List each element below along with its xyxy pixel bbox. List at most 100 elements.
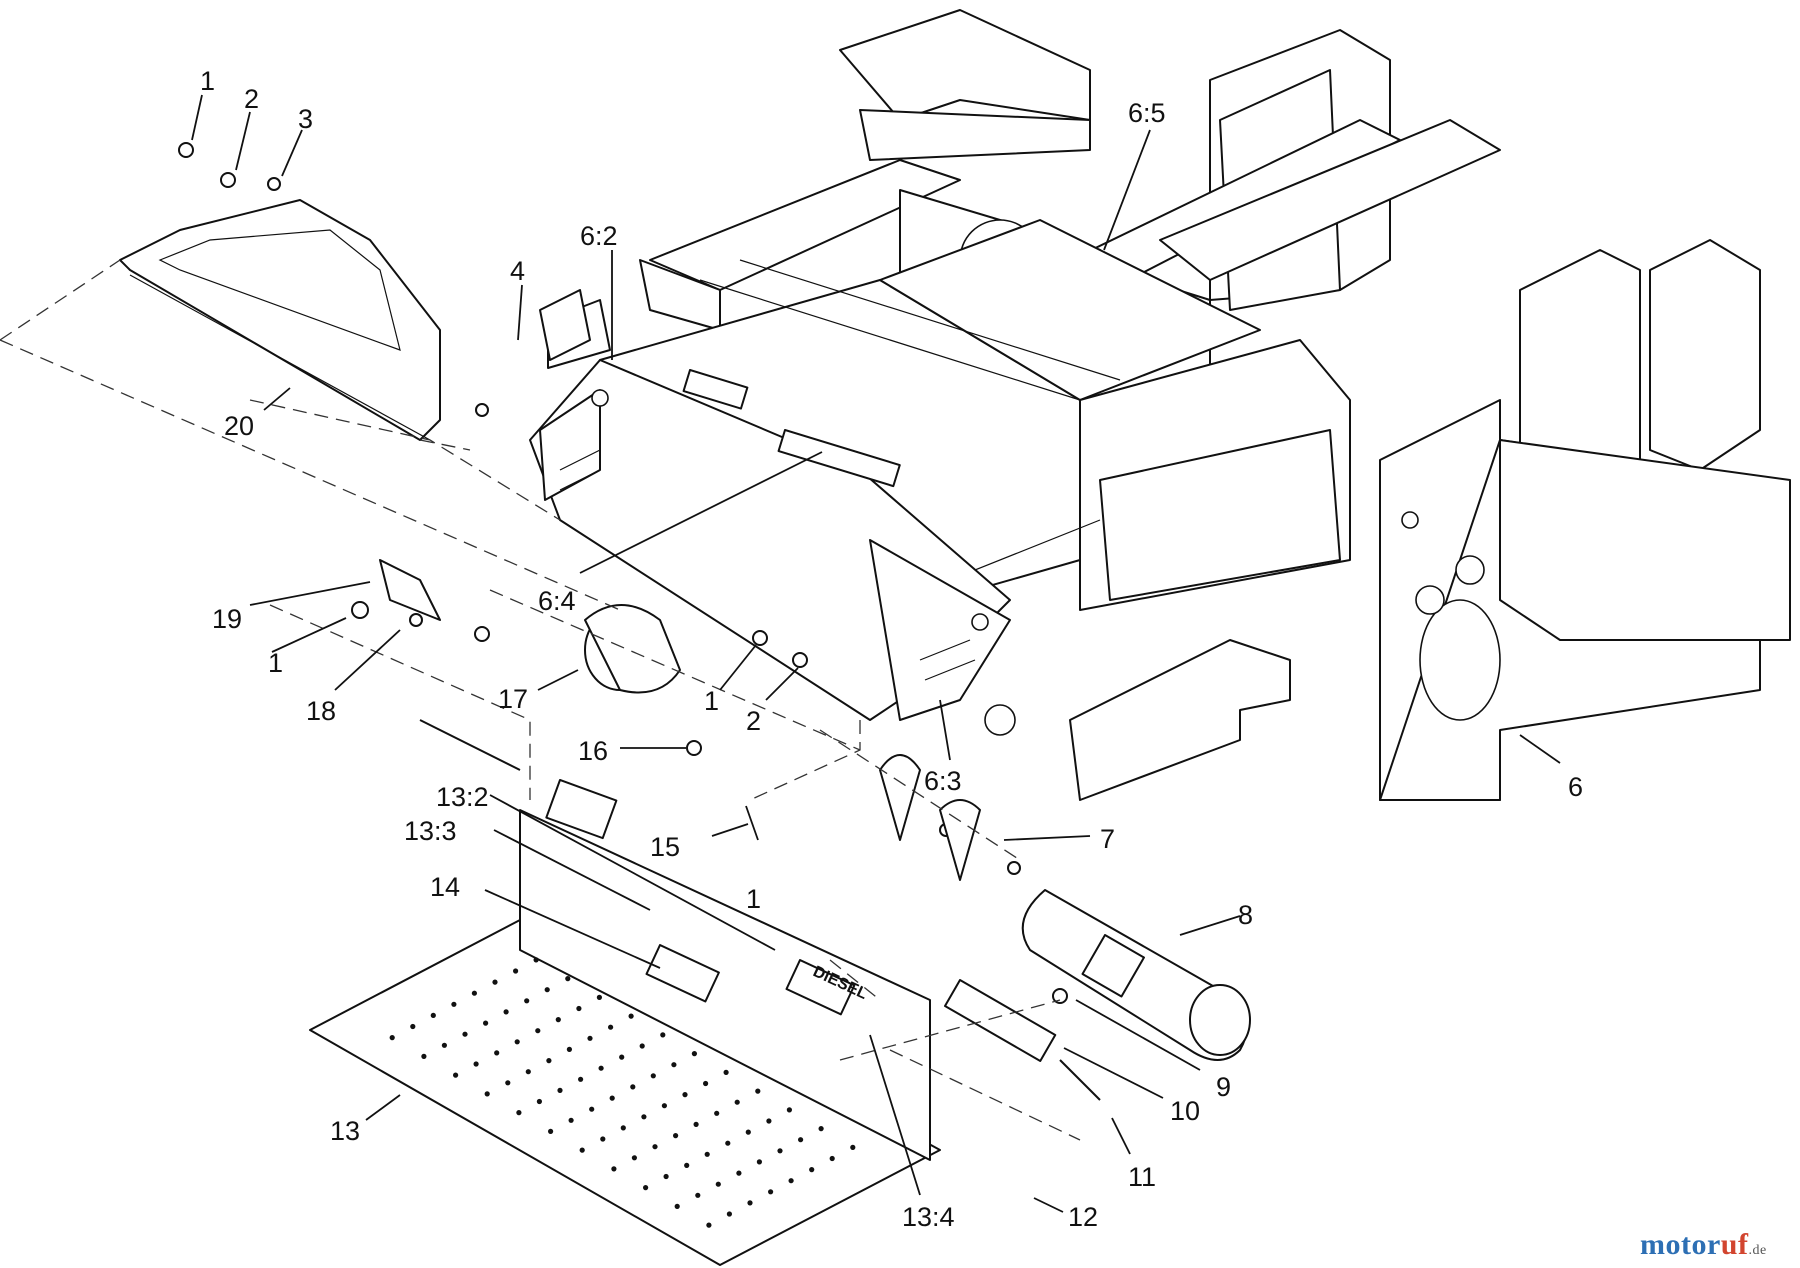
perforation-hole — [643, 1185, 649, 1191]
assembly-lines — [0, 259, 1081, 1141]
perforation-hole — [565, 976, 571, 982]
perforation-hole — [766, 1118, 772, 1124]
perforation-hole — [578, 1076, 584, 1082]
callout-label: 9 — [1216, 1072, 1231, 1102]
callout-label: 13:2 — [436, 782, 489, 812]
callout-label: 17 — [498, 684, 528, 714]
perforation-hole — [695, 1192, 701, 1198]
perforation-hole — [663, 1173, 669, 1180]
perforation-hole — [850, 1144, 856, 1150]
perforation-hole — [639, 1043, 645, 1049]
brand-part-1: motor — [1640, 1228, 1721, 1261]
perforation-hole — [471, 990, 477, 996]
perforation-hole — [725, 1140, 731, 1146]
perforation-hole — [736, 1170, 742, 1176]
perforation-hole — [579, 1147, 585, 1153]
perforation-hole — [829, 1155, 835, 1162]
perforation-hole — [600, 1136, 606, 1142]
perforation-hole — [421, 1053, 427, 1059]
perforation-hole — [555, 1017, 561, 1023]
callout-label: 6:2 — [580, 221, 618, 251]
callout-label: 19 — [212, 604, 242, 634]
callout-labels: 1 2 3 4 6:2 6:5 20 19 1 18 6:4 17 1 2 16… — [200, 66, 1583, 1232]
perforation-hole — [809, 1167, 815, 1173]
brand-part-2: uf — [1720, 1228, 1749, 1261]
perforation-hole — [503, 1009, 509, 1015]
perforation-hole — [548, 1128, 554, 1134]
leader-lines — [191, 94, 1561, 1213]
callout-label: 1 — [268, 648, 283, 678]
perforation-hole — [706, 1222, 712, 1228]
perforation-hole — [652, 1144, 658, 1150]
perforation-hole — [619, 1054, 625, 1060]
perforation-hole — [660, 1032, 666, 1038]
perforation-hole — [641, 1114, 647, 1120]
perforation-hole — [715, 1181, 721, 1187]
perforation-hole — [568, 1117, 574, 1123]
perforated-plate-part-13 — [309, 809, 941, 1266]
perforation-hole — [525, 1069, 531, 1075]
callout-label: 3 — [298, 104, 313, 134]
perforation-hole — [630, 1084, 636, 1090]
perforation-hole — [494, 1050, 500, 1056]
main-frame — [599, 9, 1791, 801]
perforation-hole — [587, 1035, 593, 1041]
canister-part-17 — [584, 604, 681, 694]
callout-label: 10 — [1170, 1096, 1200, 1126]
callout-label: 6:3 — [924, 766, 962, 796]
perforation-hole — [768, 1189, 774, 1195]
perforation-hole — [755, 1088, 761, 1094]
callout-label: 1 — [200, 66, 215, 96]
callout-label: 2 — [244, 84, 259, 114]
perforation-hole — [723, 1069, 729, 1075]
callout-label: 1 — [704, 686, 719, 716]
perforation-hole — [492, 979, 498, 985]
watermark-brand: motoruf.de — [1640, 1228, 1767, 1262]
perforation-hole — [609, 1095, 615, 1101]
perforation-hole — [524, 998, 530, 1004]
callout-label: 7 — [1100, 824, 1115, 854]
perforation-hole — [608, 1024, 614, 1030]
callout-label: 4 — [510, 256, 525, 286]
perforation-hole — [756, 1159, 763, 1165]
callout-label: 6:4 — [538, 586, 576, 616]
perforation-hole — [745, 1129, 751, 1135]
perforation-hole — [674, 1203, 680, 1209]
perforation-hole — [703, 1080, 709, 1087]
callout-label: 13:3 — [404, 816, 457, 846]
perforation-hole — [661, 1103, 668, 1109]
perforation-hole — [620, 1125, 626, 1131]
perforation-hole — [714, 1110, 720, 1116]
perforation-hole — [533, 957, 539, 963]
perforation-hole — [628, 1013, 634, 1019]
perforation-hole — [535, 1028, 541, 1034]
perforation-hole — [505, 1080, 511, 1086]
callout-label: 2 — [746, 706, 761, 736]
cylinder-part-8 — [1021, 889, 1251, 1061]
callout-label: 14 — [430, 872, 460, 902]
callout-label: 6:5 — [1128, 98, 1166, 128]
perforation-hole — [451, 1001, 457, 1007]
callout-label: 1 — [746, 884, 761, 914]
perforation-hole — [410, 1023, 416, 1030]
perforation-hole — [596, 994, 603, 1001]
perforation-hole — [516, 1110, 522, 1116]
perforation-hole — [462, 1031, 468, 1037]
perforation-hole — [441, 1042, 447, 1048]
perforation-hole — [734, 1099, 740, 1105]
cover-part-20 — [119, 199, 441, 441]
brand-suffix: .de — [1748, 1243, 1767, 1258]
perforation-hole — [557, 1087, 563, 1093]
perforation-hole — [453, 1072, 459, 1078]
perforation-hole — [483, 1020, 489, 1026]
perforation-hole — [514, 1039, 520, 1045]
perforation-hole — [631, 1155, 638, 1161]
perforation-hole — [650, 1073, 656, 1079]
perforation-hole — [673, 1133, 679, 1139]
perforation-hole — [576, 1005, 582, 1012]
perforation-hole — [747, 1200, 753, 1206]
perforation-hole — [693, 1121, 699, 1127]
perforation-hole — [473, 1061, 479, 1067]
perforation-hole — [786, 1107, 793, 1113]
callout-label: 15 — [650, 832, 680, 862]
